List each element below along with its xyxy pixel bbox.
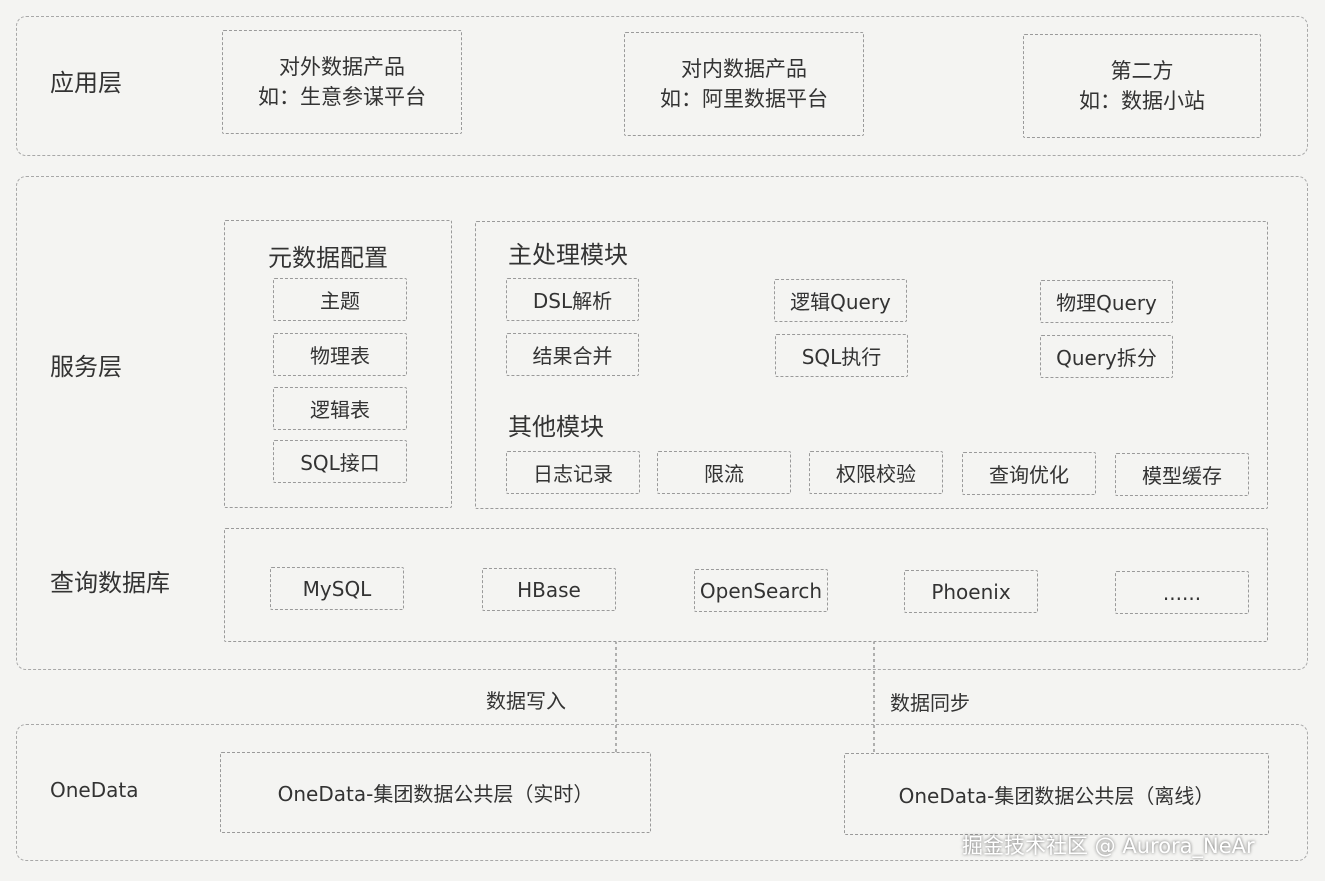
sql-exec-box: SQL执行 [775, 334, 908, 377]
watermark: 掘金技术社区 @ Aurora_NeAr [962, 834, 1255, 858]
application-layer-label: 应用层 [50, 69, 122, 97]
query-db-label: 查询数据库 [50, 569, 170, 597]
result-merge-box: 结果合并 [506, 333, 639, 376]
data-sync-label: 数据同步 [890, 691, 970, 715]
other-module-rate-limit: 限流 [657, 451, 791, 494]
metadata-item-physical-table: 物理表 [273, 333, 407, 376]
internal-product-example: 如：阿里数据平台 [660, 87, 828, 111]
service-layer-label: 服务层 [50, 353, 122, 381]
metadata-item-logical-table: 逻辑表 [273, 387, 407, 430]
onedata-layer-label: OneData [50, 778, 139, 802]
physical-query-box: 物理Query [1040, 280, 1173, 323]
query-split-box: Query拆分 [1040, 335, 1173, 378]
second-party-box: 第二方 如：数据小站 [1023, 34, 1261, 138]
metadata-item-topic: 主题 [273, 278, 407, 321]
external-product-box: 对外数据产品 如：生意参谋平台 [222, 30, 462, 134]
db-phoenix: Phoenix [904, 570, 1038, 613]
data-write-label: 数据写入 [486, 689, 566, 713]
db-mysql: MySQL [270, 567, 404, 610]
internal-product-title: 对内数据产品 [681, 57, 807, 81]
db-opensearch: OpenSearch [694, 569, 828, 612]
db-more: ...... [1115, 571, 1249, 614]
other-module-query-optimize: 查询优化 [962, 452, 1096, 495]
onedata-offline-box: OneData-集团数据公共层（离线） [844, 753, 1269, 835]
other-modules-title: 其他模块 [508, 413, 604, 441]
onedata-realtime-box: OneData-集团数据公共层（实时） [220, 752, 651, 833]
main-module-title: 主处理模块 [508, 241, 628, 269]
application-layer [16, 16, 1308, 156]
internal-product-box: 对内数据产品 如：阿里数据平台 [624, 32, 864, 136]
second-party-example: 如：数据小站 [1079, 89, 1205, 113]
second-party-title: 第二方 [1110, 59, 1174, 83]
metadata-config-title: 元数据配置 [268, 244, 388, 272]
other-module-logging: 日志记录 [506, 451, 640, 494]
db-hbase: HBase [482, 568, 616, 611]
logic-query-box: 逻辑Query [774, 279, 907, 322]
service-layer [16, 176, 1308, 670]
metadata-item-sql-interface: SQL接口 [273, 440, 407, 483]
other-module-model-cache: 模型缓存 [1115, 453, 1249, 496]
other-module-permission-check: 权限校验 [809, 451, 943, 494]
dsl-parse-box: DSL解析 [506, 278, 639, 321]
external-product-title: 对外数据产品 [279, 55, 405, 79]
external-product-example: 如：生意参谋平台 [258, 85, 426, 109]
onedata-layer [16, 724, 1308, 861]
